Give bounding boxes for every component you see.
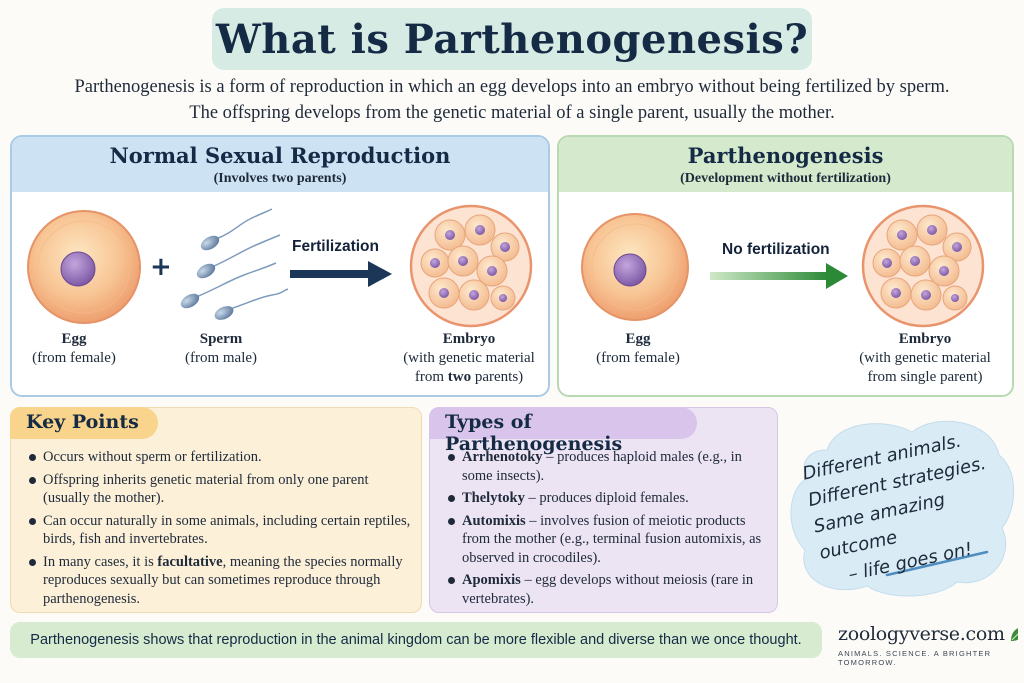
embryo-label: Embryo (898, 331, 952, 347)
list-item: Offspring inherits genetic material from… (29, 471, 411, 508)
normal-panel-title: Normal Sexual Reproduction (109, 142, 451, 168)
egg-source: (from female) (32, 350, 116, 366)
footer-text: Parthenogenesis shows that reproduction … (30, 632, 802, 648)
key-points-box: Key Points Occurs without sperm or ferti… (10, 407, 422, 613)
sperm-illustration (180, 208, 289, 320)
list-item: Apomixis – egg develops without meiosis … (448, 571, 767, 608)
egg-illustration-normal (27, 210, 141, 324)
egg-illustration-parth (581, 213, 689, 321)
fertilization-label: Fertilization (292, 238, 379, 255)
no-fertilization-label: No fertilization (722, 241, 830, 258)
sperm-caption: Sperm (from male) (166, 330, 276, 368)
intro-text: Parthenogenesis is a form of reproductio… (20, 74, 1004, 126)
embryo-desc-line1: (with genetic material (859, 350, 991, 366)
embryo-caption-normal: Embryo (with genetic material from two p… (384, 330, 554, 387)
list-item: Automixis – involves fusion of meiotic p… (448, 512, 767, 568)
normal-panel-subtitle: (Involves two parents) (213, 170, 347, 186)
brand-name: zoologyverse.com (838, 623, 1005, 645)
fertilization-arrow (290, 261, 392, 287)
embryo-desc-line2: from single parent) (867, 369, 983, 385)
parth-panel-title: Parthenogenesis (687, 142, 884, 168)
embryo-caption-parth: Embryo (with genetic material from singl… (840, 330, 1010, 387)
egg-caption-parth: Egg (from female) (578, 330, 698, 368)
list-item: Occurs without sperm or fertilization. (29, 448, 411, 467)
key-points-list: Occurs without sperm or fertilization. O… (29, 448, 411, 612)
leaf-icon (1010, 628, 1018, 641)
embryo-desc-line2: from two parents) (414, 369, 524, 385)
list-item: Thelytoky – produces diploid females. (448, 489, 767, 508)
normal-panel-header: Normal Sexual Reproduction (Involves two… (12, 137, 548, 192)
types-heading: Types of Parthenogenesis (429, 407, 697, 455)
types-list: Arrhenotoky – produces haploid males (e.… (448, 448, 767, 612)
parth-panel-header: Parthenogenesis (Development without fer… (559, 137, 1012, 192)
brand-logo: zoologyverse.com ANIMALS. SCIENCE. A BRI… (838, 623, 1018, 667)
brand-tagline: ANIMALS. SCIENCE. A BRIGHTER TOMORROW. (838, 649, 992, 667)
list-item: Arrhenotoky – produces haploid males (e.… (448, 448, 767, 485)
page-title: What is Parthenogenesis? (215, 15, 809, 63)
no-fertilization-arrow (710, 263, 848, 289)
intro-line-1: Parthenogenesis is a form of reproductio… (74, 77, 950, 97)
parth-panel-subtitle: (Development without fertilization) (680, 170, 891, 186)
types-box: Types of Parthenogenesis Arrhenotoky – p… (429, 407, 778, 613)
embryo-illustration-normal (409, 204, 533, 328)
footer-bar: Parthenogenesis shows that reproduction … (10, 622, 822, 658)
egg-source: (from female) (596, 350, 680, 366)
intro-line-2: The offspring develops from the genetic … (189, 103, 835, 123)
egg-label: Egg (625, 331, 651, 347)
embryo-label: Embryo (442, 331, 496, 347)
key-points-heading: Key Points (10, 407, 158, 439)
sperm-source: (from male) (184, 350, 258, 366)
egg-caption-normal: Egg (from female) (14, 330, 134, 368)
egg-label: Egg (61, 331, 87, 347)
embryo-illustration-parth (861, 204, 985, 328)
sperm-label: Sperm (199, 331, 243, 347)
plus-sign: + (150, 252, 172, 282)
title-banner: What is Parthenogenesis? (212, 8, 812, 70)
list-item: Can occur naturally in some animals, inc… (29, 512, 411, 549)
embryo-desc-line1: (with genetic material (403, 350, 535, 366)
list-item: In many cases, it is facultative, meanin… (29, 553, 411, 609)
cloud-shape (790, 420, 1015, 597)
